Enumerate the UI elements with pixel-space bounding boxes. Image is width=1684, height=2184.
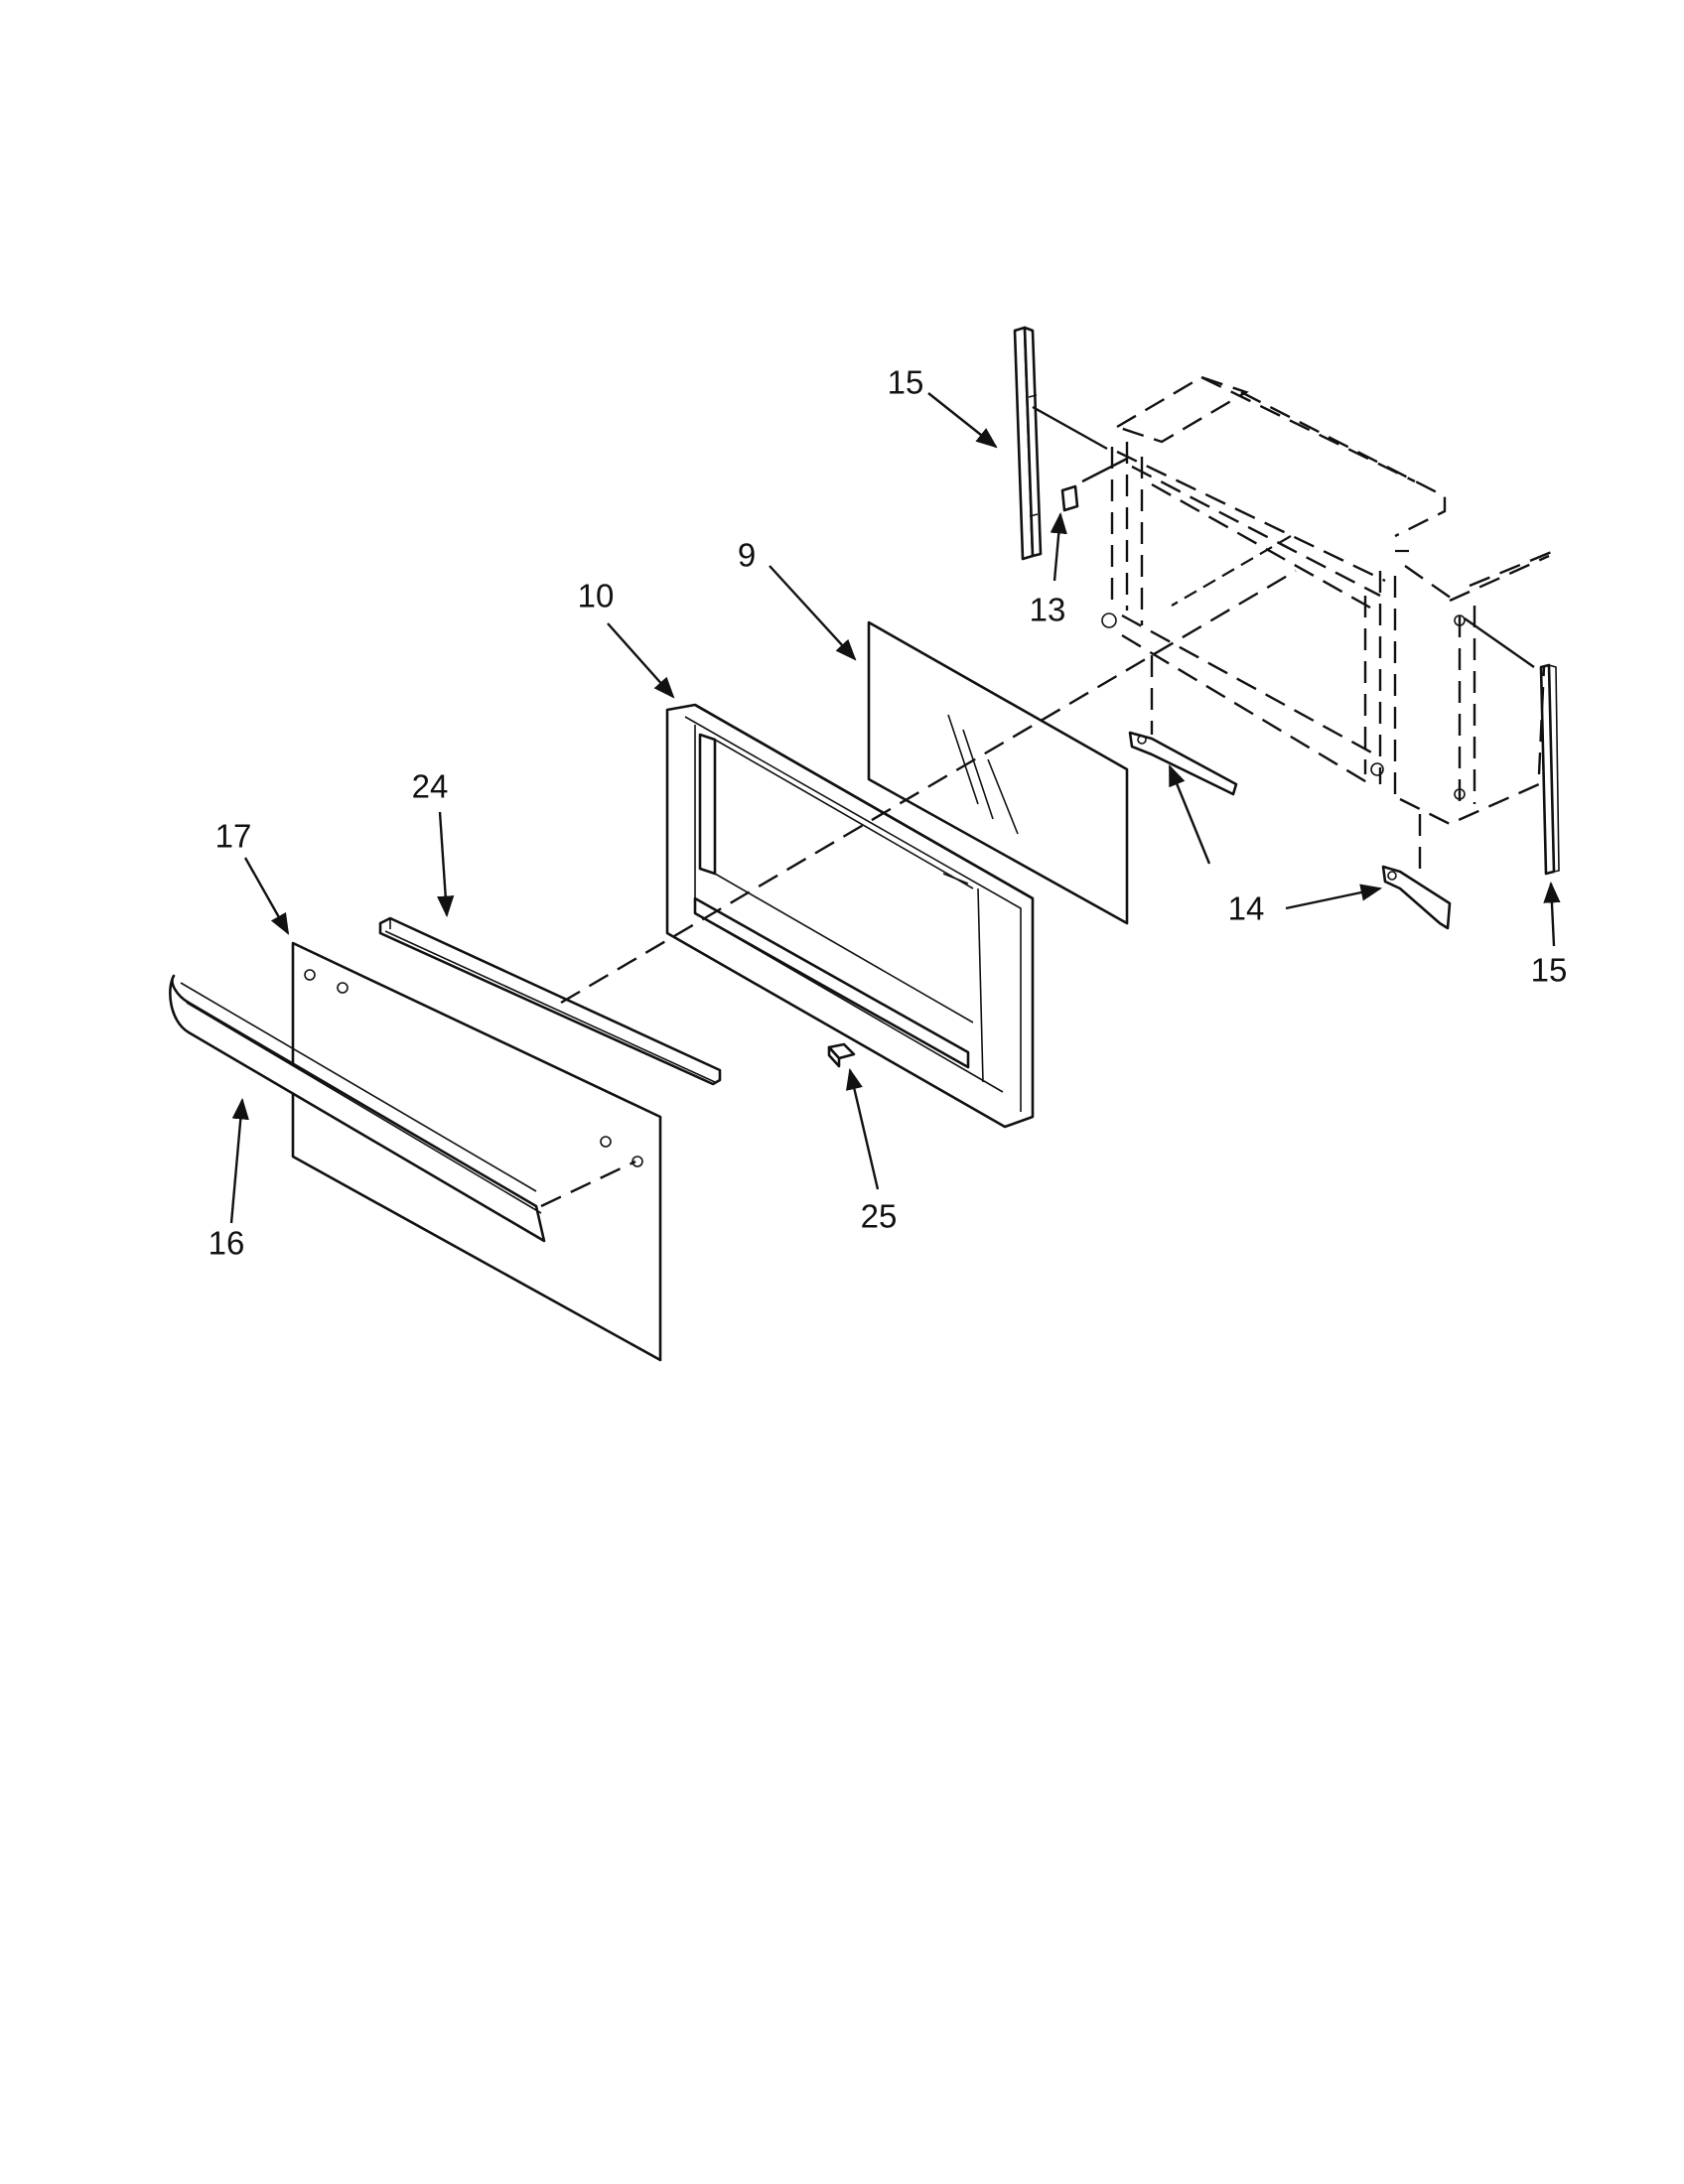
part-24-trim-strip [378,916,722,1086]
callout-labels: 15 13 9 10 24 17 14 15 25 16 [209,364,1568,1262]
callout-leaders [229,392,1561,1224]
callout-17: 17 [215,818,252,855]
oven-cavity-outline [1101,375,1555,826]
part-14-hinge-brackets [1128,731,1452,930]
part-9-glass-panel [867,620,1129,925]
callout-25: 25 [861,1198,898,1235]
part-17-outer-panel [291,941,662,1362]
part-25-clip [827,1042,856,1068]
part-15-right-trim [1464,617,1560,876]
callout-9: 9 [738,537,756,574]
part-10-door-frame [665,703,1035,1129]
part-13-clip [1060,457,1128,512]
callout-15-lower: 15 [1531,952,1568,989]
callout-13: 13 [1030,592,1066,628]
callout-24: 24 [412,768,449,805]
part-16-handle [169,974,546,1243]
part-15-left-trim [1013,326,1108,561]
assembly-lines [540,569,1546,1208]
callout-16: 16 [209,1225,245,1262]
callout-14: 14 [1228,890,1265,927]
callout-15-upper: 15 [888,364,924,401]
callout-10: 10 [578,578,615,614]
